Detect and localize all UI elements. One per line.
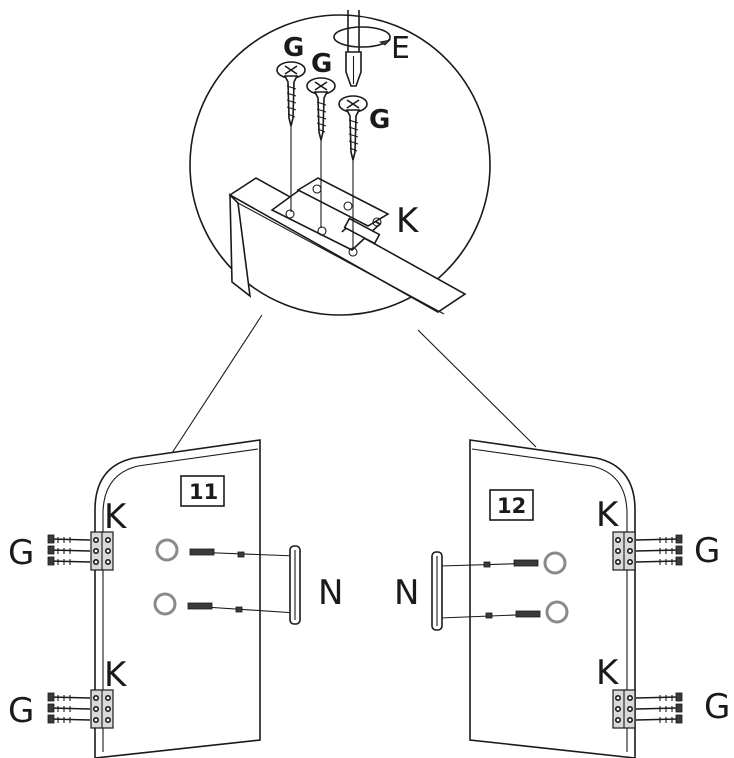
handle-screw-icon [189,548,297,558]
screw-icon [635,692,683,724]
screwdriver-icon [333,10,392,87]
screw-hole-icon [543,551,567,575]
screw-icon [338,95,368,161]
hinge-label: K [396,201,420,241]
screw-hole-icon [155,538,179,562]
detail-circle [189,14,491,316]
right-door-assembly: 12 N [394,439,730,758]
screw-icon [47,534,91,566]
screw-icon [635,534,683,566]
right-door-panel [469,439,636,758]
handle-screw-icon [439,610,541,619]
detail-magnifier: G G G E K [171,10,537,454]
hinge-label: K [104,497,128,537]
screwdriver-label: E [391,31,410,66]
hinge-label: K [104,655,128,695]
screw-label: G [369,105,390,135]
hinge-label: K [596,495,620,535]
screw-icon [306,77,336,141]
handle-icon [431,551,443,631]
screw-icon [276,61,306,127]
hinge-icon [612,531,636,571]
hinge-icon [612,689,636,729]
step-number-box [180,475,225,507]
step-number: 12 [497,494,526,518]
handle-screw-icon [439,559,539,568]
screw-label: G [8,691,34,731]
left-door-panel [94,439,261,758]
screw-hole-icon [153,592,177,616]
step-number-box [489,489,534,521]
hinge-label: K [596,653,620,693]
handle-label: N [394,573,419,613]
connector-line-left [171,314,263,454]
hinge-icon [90,689,114,729]
screw-label: G [8,533,34,573]
connector-line-right [417,329,537,448]
screw-label: G [311,49,332,79]
screw-label: G [694,531,720,571]
screw-hole-icon [545,600,569,624]
screw-label: G [283,33,304,63]
hinge-icon [90,531,114,571]
screw-label: G [704,687,730,727]
handle-screw-icon [187,602,297,614]
step-number: 11 [189,480,218,504]
handle-icon [289,545,301,625]
left-door-assembly: 11 N [8,439,343,758]
handle-label: N [318,573,343,613]
screw-icon [47,692,91,724]
